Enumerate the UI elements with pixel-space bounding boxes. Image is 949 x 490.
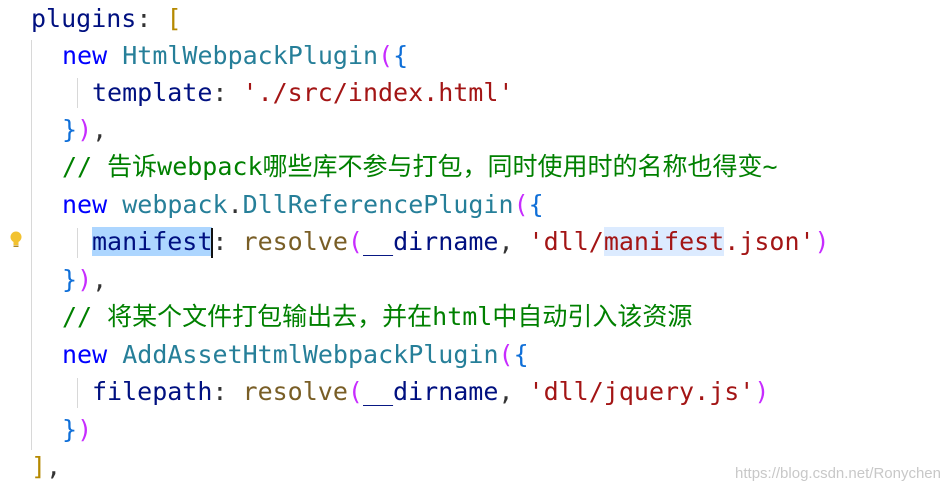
token-paren-open: ( bbox=[378, 41, 394, 70]
token-string-highlight: manifest bbox=[603, 227, 725, 256]
token-string-start: 'dll/ bbox=[528, 227, 604, 256]
code-line-3: template: './src/index.html' bbox=[92, 74, 513, 111]
token-brace-open: { bbox=[393, 41, 409, 70]
token-paren-close: ) bbox=[77, 115, 93, 144]
token-string-end: .json' bbox=[724, 227, 815, 256]
token-class: HtmlWebpackPlugin bbox=[122, 41, 379, 70]
token-brace-close: } bbox=[62, 265, 78, 294]
watermark-text: https://blog.csdn.net/Ronychen bbox=[735, 465, 941, 482]
lightbulb-icon[interactable] bbox=[8, 225, 24, 247]
token-object: webpack bbox=[122, 190, 228, 219]
token-paren-close: ) bbox=[77, 415, 93, 444]
code-line-10: new AddAssetHtmlWebpackPlugin({ bbox=[62, 336, 529, 373]
code-line-1: plugins: [ bbox=[31, 0, 182, 37]
selected-text[interactable]: manifest bbox=[92, 227, 213, 256]
token-property: filepath bbox=[92, 377, 213, 406]
token-string: './src/index.html' bbox=[242, 78, 514, 107]
token-property: plugins bbox=[31, 4, 137, 33]
token-function-end: ve bbox=[317, 227, 348, 256]
code-line-13: ], bbox=[31, 448, 61, 485]
code-line-5: // 告诉webpack哪些库不参与打包，同时使用时的名称也得变~ bbox=[62, 148, 778, 185]
token-class: DllReferencePlugin bbox=[242, 190, 514, 219]
token-colon: : bbox=[136, 4, 167, 33]
code-line-2: new HtmlWebpackPlugin({ bbox=[62, 37, 408, 74]
token-colon: : bbox=[212, 78, 243, 107]
code-line-11: filepath: resolve(__dirname, 'dll/jquery… bbox=[92, 373, 769, 410]
token-function: resolve bbox=[242, 377, 348, 406]
token-class: AddAssetHtmlWebpackPlugin bbox=[122, 340, 499, 369]
token-comma: , bbox=[498, 227, 529, 256]
token-string: 'dll/jquery.js' bbox=[528, 377, 755, 406]
indent-guide-inner-1 bbox=[77, 78, 78, 108]
token-comma: , bbox=[498, 377, 529, 406]
token-property: template bbox=[92, 78, 213, 107]
code-line-4: }), bbox=[62, 111, 107, 148]
token-colon: : bbox=[212, 377, 243, 406]
token-argument: __dirname bbox=[362, 377, 499, 406]
token-paren-open: ( bbox=[498, 340, 514, 369]
token-brace-close: } bbox=[62, 115, 78, 144]
text-cursor bbox=[211, 228, 214, 258]
indent-guide-outer bbox=[31, 40, 32, 450]
code-line-9: // 将某个文件打包输出去，并在html中自动引入该资源 bbox=[62, 298, 692, 335]
code-comment: // 将某个文件打包输出去，并在html中自动引入该资源 bbox=[62, 302, 693, 331]
token-keyword: new bbox=[62, 41, 108, 70]
token-paren-open: ( bbox=[347, 377, 363, 406]
token-comma: , bbox=[46, 452, 62, 481]
code-line-12: }) bbox=[62, 411, 92, 448]
token-comma: , bbox=[92, 265, 108, 294]
indent-guide-inner-3 bbox=[77, 378, 78, 408]
token-paren-open: ( bbox=[513, 190, 529, 219]
token-comma: , bbox=[92, 115, 108, 144]
token-dot: . bbox=[227, 190, 243, 219]
token-paren-open: ( bbox=[347, 227, 363, 256]
code-comment: // 告诉webpack哪些库不参与打包，同时使用时的名称也得变~ bbox=[62, 152, 778, 181]
token-brace-close: } bbox=[62, 415, 78, 444]
token-keyword: new bbox=[62, 340, 108, 369]
code-line-6: new webpack.DllReferencePlugin({ bbox=[62, 186, 544, 223]
token-paren-close: ) bbox=[814, 227, 830, 256]
token-brace-open: { bbox=[528, 190, 544, 219]
code-line-7: manifest: resolve(__dirname, 'dll/manife… bbox=[92, 223, 830, 260]
token-argument: __dirname bbox=[362, 227, 499, 256]
token-paren-close: ) bbox=[77, 265, 93, 294]
token-function-start: resol bbox=[242, 227, 318, 256]
token-bracket-open: [ bbox=[166, 4, 182, 33]
token-keyword: new bbox=[62, 190, 108, 219]
token-paren-close: ) bbox=[754, 377, 770, 406]
code-line-8: }), bbox=[62, 261, 107, 298]
token-brace-open: { bbox=[513, 340, 529, 369]
token-bracket-close: ] bbox=[31, 452, 47, 481]
token-colon: : bbox=[212, 227, 243, 256]
indent-guide-inner-2 bbox=[77, 228, 78, 258]
